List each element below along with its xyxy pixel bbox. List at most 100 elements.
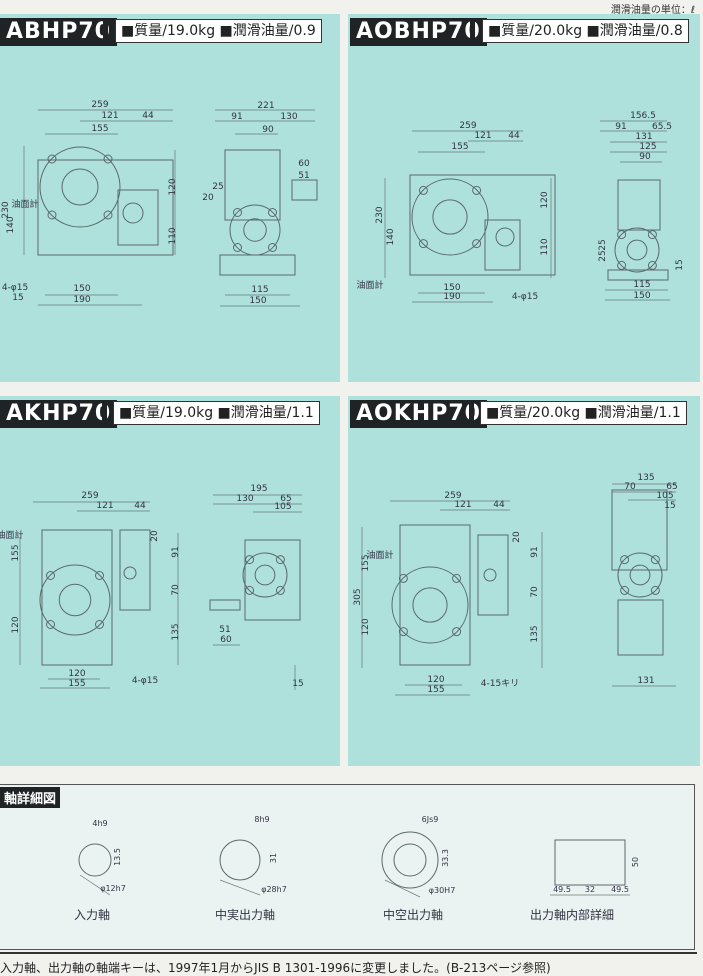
dimension-label: 120 <box>68 669 85 679</box>
dimension-label: 115 <box>633 280 650 290</box>
outline-circle <box>418 239 428 249</box>
outline <box>224 149 281 221</box>
outline-circle <box>398 573 408 583</box>
dimension-label: 155 <box>361 554 371 571</box>
outline-circle <box>452 573 462 583</box>
model-title: AOKHP70 <box>350 400 487 428</box>
divider <box>103 19 108 45</box>
dimension-label: 25 <box>212 182 223 192</box>
outline-circle <box>411 178 489 256</box>
dimension-label: 259 <box>91 100 108 110</box>
outline-circle <box>242 552 288 598</box>
outline-circle <box>432 199 468 235</box>
dimension-label: 155 <box>68 679 85 689</box>
dimension-label: 90 <box>639 152 651 162</box>
spec-box: ■質量/20.0kg ■潤滑油量/1.1 <box>480 401 687 425</box>
dimension-label: 155 <box>91 124 108 134</box>
dimension-label: 91 <box>231 112 242 122</box>
panel-akhp70 <box>0 396 340 766</box>
dimension-label: 44 <box>508 131 520 141</box>
outline <box>117 189 159 246</box>
dimension-label: 油面計 <box>356 279 383 291</box>
dimension-label: 120 <box>11 616 21 633</box>
dimension-label: 91 <box>171 546 181 557</box>
outline-circle <box>483 568 497 582</box>
dimension-label: 4-15キリ <box>481 679 519 689</box>
outline <box>399 524 471 666</box>
dimension-label: 70 <box>530 586 540 598</box>
outline-circle <box>472 185 482 195</box>
dimension-label: 44 <box>134 501 146 511</box>
outline-circle <box>620 555 630 565</box>
outline-circle <box>46 620 55 629</box>
dimension-label: 4-φ15 <box>2 283 28 293</box>
dimension-label: 135 <box>637 473 654 483</box>
dimension-label: 中空出力軸 <box>383 907 443 922</box>
outline <box>209 599 241 611</box>
outline-circle <box>78 843 112 877</box>
outline-circle <box>46 571 55 580</box>
oil-unit-note: 潤滑油量の単位：ℓ <box>610 5 695 16</box>
outline-circle <box>650 555 660 565</box>
dimension-label: φ12h7 <box>100 884 126 893</box>
outline <box>611 489 668 571</box>
outline-circle <box>412 587 448 623</box>
dimension-label: 油面計 <box>0 529 24 541</box>
dimension-label: 60 <box>298 159 310 169</box>
dimension-label: 入力軸 <box>74 908 110 922</box>
dimension-label: 33.3 <box>441 849 450 867</box>
dimension-label: 65 <box>666 482 677 492</box>
dimension-label: 135 <box>530 625 540 642</box>
dimension-label: 130 <box>236 494 253 504</box>
outline <box>554 839 626 886</box>
dimension-label: 120 <box>427 675 444 685</box>
outline-circle <box>123 566 137 580</box>
outline <box>409 174 556 276</box>
dimension-label: 155 <box>427 685 444 695</box>
model-title: AOBHP70 <box>350 18 487 46</box>
outline-circle <box>58 583 92 617</box>
outline-circle <box>381 831 439 889</box>
dimension-label: 4-φ15 <box>132 676 158 686</box>
dimension-label: 156.5 <box>630 111 656 121</box>
outline-circle <box>275 585 285 595</box>
dimension-line <box>79 874 111 896</box>
dimension-label: 49.5 <box>553 885 571 894</box>
dimension-label: 20 <box>150 530 160 542</box>
outline-circle <box>39 564 111 636</box>
dimension-label: 190 <box>73 295 90 305</box>
dimension-label: 6Js9 <box>422 815 439 824</box>
divider <box>469 401 474 427</box>
dimension-label: 13.5 <box>113 848 122 866</box>
dimension-label: 15 <box>292 679 303 689</box>
outline-circle <box>233 208 242 217</box>
dimension-label: 155 <box>11 544 21 561</box>
outline-circle <box>275 555 285 565</box>
dimension-label: 140 <box>386 228 396 245</box>
outline <box>244 539 301 621</box>
dimension-label: 15 <box>675 259 685 270</box>
dimension-label: 20 <box>512 531 522 543</box>
shaft-detail-title: 軸詳細図 <box>0 787 61 808</box>
dimension-label: 230 <box>1 201 11 218</box>
dimension-label: φ28h7 <box>261 885 287 894</box>
dimension-label: 8h9 <box>254 815 269 824</box>
outline-circle <box>472 239 482 249</box>
dimension-label: 31 <box>269 853 278 863</box>
dimension-label: 121 <box>96 501 113 511</box>
outline-circle <box>95 571 104 580</box>
outline-circle <box>452 627 462 637</box>
outline <box>291 179 318 201</box>
dimension-label: 305 <box>353 588 363 605</box>
outline-circle <box>122 202 144 224</box>
outline-circle <box>617 230 627 240</box>
footer-divider <box>0 952 697 954</box>
dimension-label: 110 <box>168 227 178 244</box>
dimension-label: 15 <box>664 501 675 511</box>
dimension-label: 65 <box>280 494 291 504</box>
dimension-label: 105 <box>274 502 291 512</box>
outline-circle <box>254 564 276 586</box>
dimension-label: 44 <box>142 111 154 121</box>
outline-circle <box>647 230 657 240</box>
outline-circle <box>245 555 255 565</box>
